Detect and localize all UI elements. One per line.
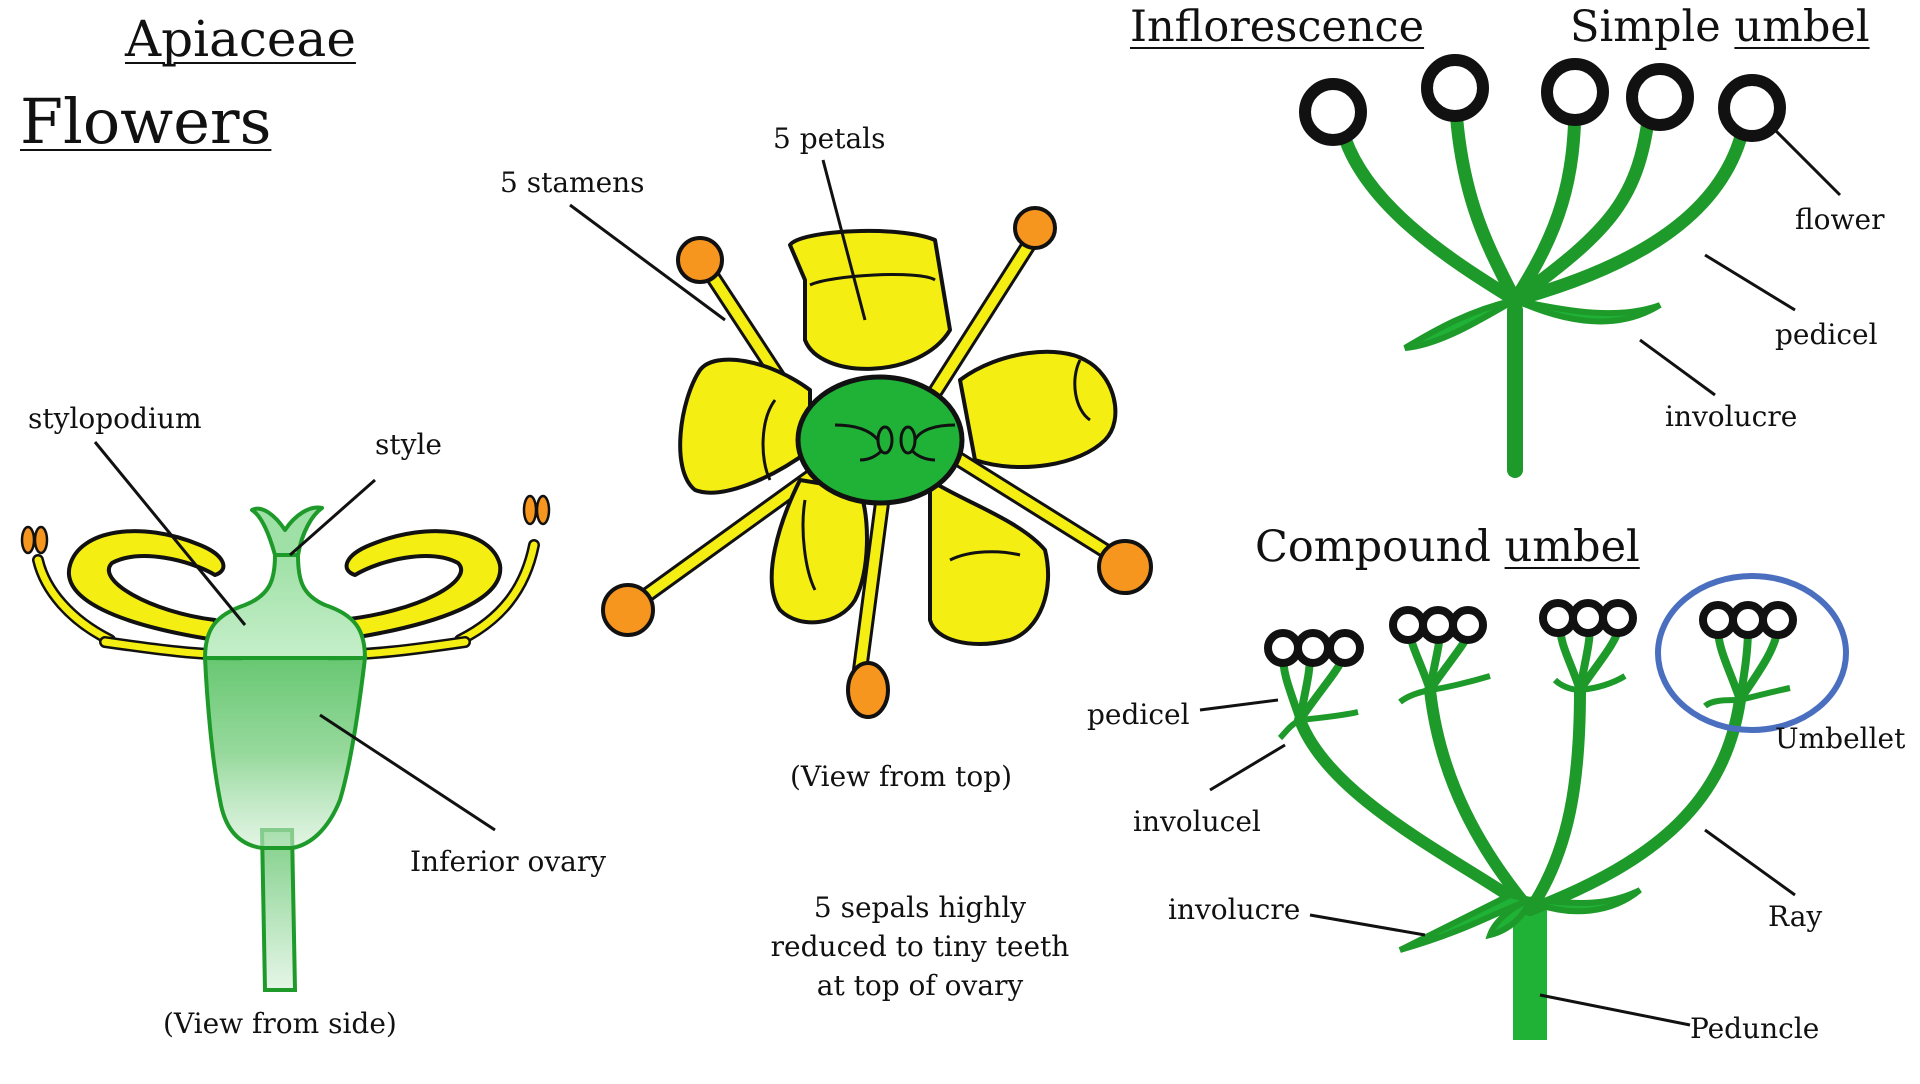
side-petal-right [338, 529, 503, 642]
label-inferior-ovary: Inferior ovary [410, 845, 607, 878]
top-petal-5 [678, 357, 812, 495]
simple-pedicel-3 [1508, 93, 1582, 307]
compound-umbel-title: Compound umbel [1255, 522, 1640, 572]
label-umbellet: Umbellet [1775, 722, 1906, 755]
top-anther-1 [676, 236, 724, 284]
label-peduncle: Peduncle [1690, 1012, 1820, 1045]
compound-ray-1 [1294, 714, 1536, 916]
simple-involucre-left [1403, 297, 1517, 351]
simple-umbel-prefix: Simple [1570, 2, 1721, 52]
top-petal-3 [928, 478, 1051, 646]
flowers-title: Flowers [20, 85, 272, 158]
leader-stamens [569, 203, 726, 322]
side-petal-left [66, 529, 226, 642]
side-anther-left-b [33, 525, 49, 555]
compound-involucre-right [1537, 887, 1642, 915]
simple-pedicel-5 [1508, 113, 1752, 307]
umbellet-4 [1699, 601, 1797, 709]
side-stalk [259, 828, 298, 992]
label-flower: flower [1795, 203, 1885, 236]
umbellet-3 [1539, 599, 1637, 693]
simple-umbel-title: Simple umbel [1570, 2, 1870, 52]
leader-style [289, 478, 376, 557]
sepals-note-line-2: reduced to tiny teeth [770, 930, 1070, 963]
caption-top-view: (View from top) [790, 760, 1013, 793]
label-pedicel-simple: pedicel [1775, 318, 1878, 351]
simple-flower-3 [1541, 58, 1609, 126]
compound-ray-2 [1424, 684, 1536, 916]
leader-petals [821, 159, 867, 321]
family-title: Apiaceae [125, 10, 356, 68]
side-inferior-ovary [202, 656, 368, 850]
compound-involucre-left [1398, 891, 1541, 953]
umbellet-2 [1389, 606, 1491, 705]
simple-pedicel-1 [1333, 113, 1522, 307]
simple-pedicel-2 [1448, 88, 1522, 307]
top-petal-4 [769, 478, 869, 625]
leader-pedicel-compound [1199, 698, 1279, 712]
leader-inferior-ovary [319, 713, 496, 832]
compound-umbel-prefix: Compound [1255, 522, 1491, 572]
top-anther-2 [1013, 206, 1057, 250]
simple-pedicel-4 [1508, 98, 1657, 307]
top-anther-3 [1097, 539, 1153, 595]
leader-ray [1704, 828, 1796, 897]
simple-flower-4 [1626, 63, 1694, 131]
top-stylopodium [834, 423, 956, 462]
compound-umbel [1199, 573, 1849, 1040]
side-style [250, 505, 324, 557]
leader-peduncle [1539, 993, 1691, 1027]
label-stamens: 5 stamens [500, 166, 645, 199]
top-anther-5 [601, 583, 655, 637]
side-anther-left-a [20, 525, 36, 555]
leader-pedicel-simple [1704, 253, 1796, 312]
leader-involucel [1209, 743, 1286, 792]
label-style: style [375, 428, 442, 461]
simple-umbel [1299, 54, 1842, 478]
side-anther-right-b [535, 494, 551, 526]
label-pedicel-compound: pedicel [1087, 698, 1190, 731]
label-involucre-simple: involucre [1665, 400, 1798, 433]
inflorescence-title: Inflorescence [1130, 2, 1425, 52]
side-anther-right-a [522, 494, 538, 526]
top-stamens [632, 227, 1128, 678]
simple-flower-2 [1421, 54, 1489, 122]
leader-stylopodium [93, 441, 247, 626]
label-ray: Ray [1768, 900, 1823, 933]
umbellet-highlight-circle [1655, 573, 1849, 733]
top-petal-2 [958, 349, 1118, 470]
caption-side-view: (View from side) [163, 1007, 397, 1040]
top-petal-1 [788, 228, 952, 371]
side-stylopodium [202, 553, 368, 660]
label-stylopodium: stylopodium [28, 402, 202, 435]
compound-ray-3 [1524, 684, 1586, 916]
top-anther-4 [846, 661, 890, 719]
leader-involucre-compound [1309, 913, 1426, 937]
umbellet-1 [1264, 629, 1364, 741]
compound-umbel-word: umbel [1504, 522, 1640, 572]
compound-involucre-mid [1485, 895, 1535, 940]
leader-flower [1773, 128, 1842, 197]
label-involucre-compound: involucre [1168, 893, 1301, 926]
side-view-flower [20, 441, 551, 992]
top-ovary-disk [795, 374, 965, 506]
simple-flower-1 [1299, 78, 1367, 146]
sepals-note-line-3: at top of ovary [816, 969, 1024, 1002]
label-involucel: involucel [1133, 805, 1261, 838]
leader-involucre-simple [1639, 338, 1716, 397]
compound-ray-4 [1524, 694, 1746, 916]
sepals-note: 5 sepals highly reduced to tiny teeth at… [750, 888, 1090, 1005]
simple-involucre-right [1513, 297, 1662, 325]
sepals-note-line-1: 5 sepals highly [813, 891, 1027, 924]
label-petals: 5 petals [773, 122, 886, 155]
top-view-flower [569, 159, 1153, 719]
simple-umbel-word: umbel [1734, 2, 1870, 52]
simple-flower-5 [1718, 74, 1786, 142]
